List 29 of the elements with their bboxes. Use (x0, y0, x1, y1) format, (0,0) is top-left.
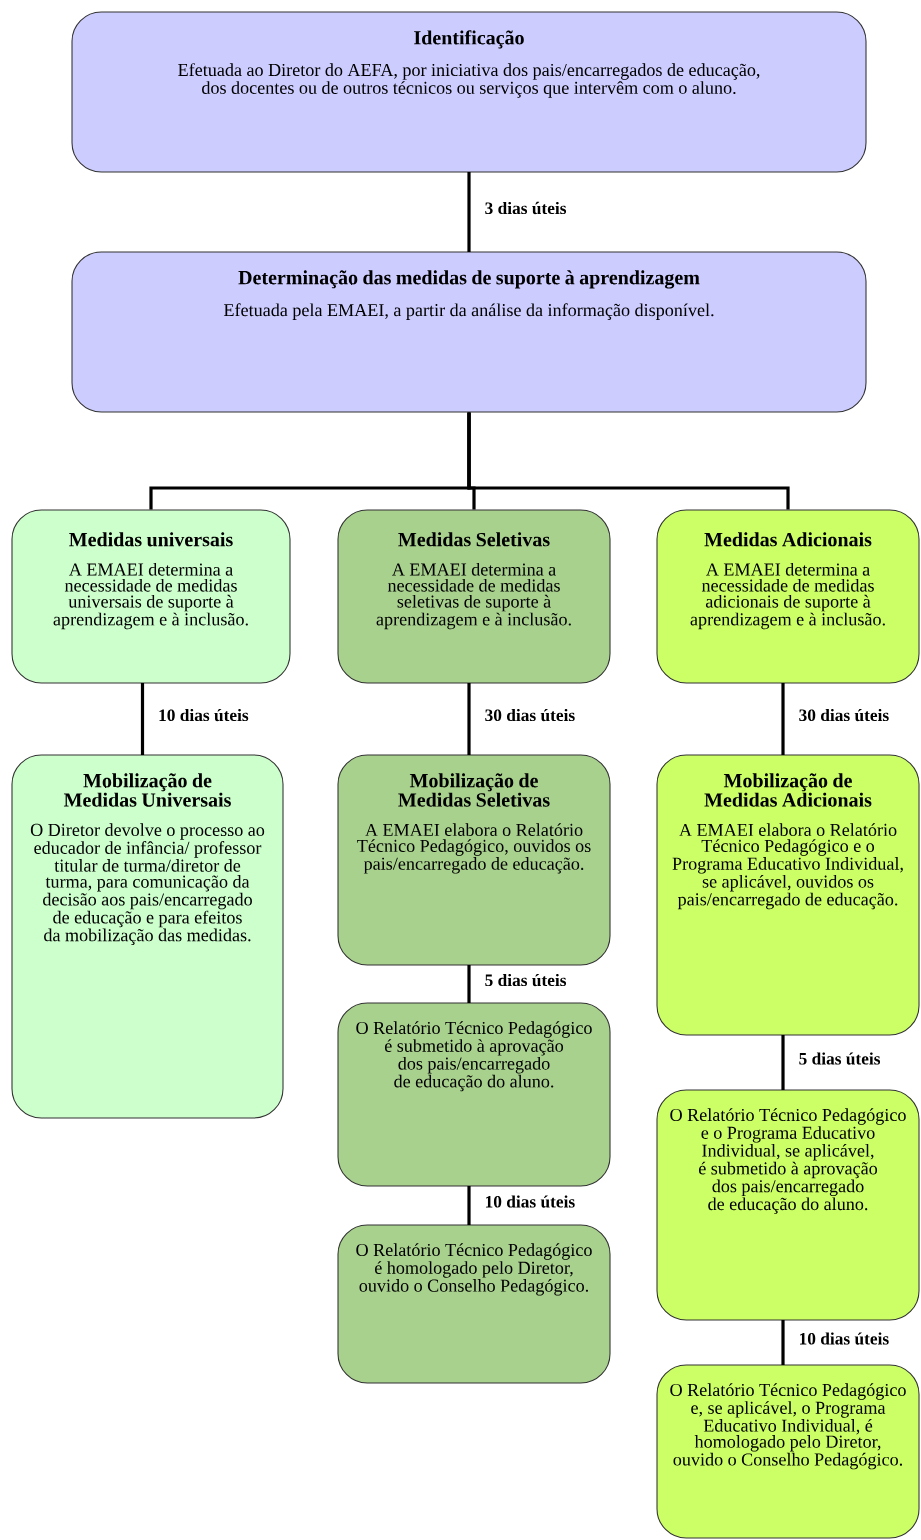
edge-label: 3 dias úteis (483, 200, 568, 216)
process-box: O Relatório Técnico Pedagógico é homologado pelo Diretor, ouvido o Conselho Pedagógico. (337, 1224, 611, 1384)
connector-line (140, 683, 145, 755)
connector-line (467, 683, 471, 755)
edge-label: 10 dias úteis (797, 1331, 891, 1346)
connector-line (467, 172, 471, 252)
edge-label: 5 dias úteis (797, 1051, 882, 1066)
process-box: Medidas universais A EMAEI determina a necessidade de medidas universais de suporte à aprendizagem e à inclusão. (11, 509, 291, 684)
connector-line (467, 412, 790, 510)
process-box: O Relatório Técnico Pedagógico e o Programa Educativo Individual, se aplicável, é submetido à aprovação dos pais/encarregado de educação do aluno. (656, 1089, 920, 1321)
process-box: Medidas Seletivas A EMAEI determina a necessidade de medidas seletivas de suporte à aprendizagem e à inclusão. (337, 509, 611, 684)
edge-label: 30 dias úteis (483, 707, 577, 723)
connector-line (467, 1186, 471, 1225)
process-box: O Relatório Técnico Pedagógico e, se aplicável, o Programa Educativo Individual, é homologado pelo Diretor, ouvido o Conselho Pedagógico. (656, 1364, 920, 1539)
connector-line (781, 1320, 785, 1365)
connector-line (781, 683, 785, 755)
edge-label: 30 dias úteis (797, 707, 891, 723)
process-box: Medidas Adicionais A EMAEI determina a necessidade de medidas adicionais de suporte à aprendizagem e à inclusão. (656, 509, 920, 684)
process-box: Determinação das medidas de suporte à aprendizagem Efetuada pela EMAEI, a partir da análise da informação disponível. (71, 251, 867, 413)
process-box: Mobilização de Medidas Seletivas A EMAEI elabora o Relatório Técnico Pedagógico, ouvidos os pais/encarregado de educação. (337, 754, 611, 966)
connector-line (781, 1035, 785, 1090)
process-box: Identificação Efetuada ao Diretor do AEFA, por iniciativa dos pais/encarregados de educação, dos docentes ou de outros técnicos ou serviços que intervêm com o aluno. (71, 11, 867, 173)
edge-label: 5 dias úteis (483, 972, 568, 988)
process-box: Mobilização de Medidas Adicionais A EMAEI elabora o Relatório Técnico Pedagógico e o Programa Educativo Individual, se aplicável, ouvidos os pais/encarregado de educação. (656, 754, 920, 1036)
edge-label: 10 dias úteis (483, 1194, 577, 1209)
process-box: Mobilização de Medidas Universais O Diretor devolve o processo ao educador de infância/ professor titular de turma/diretor de turma, para comunicação da decisão aos pais/encarregado de educação e para efeitos da mobilização das medidas. (11, 754, 284, 1119)
edge-label: 10 dias úteis (156, 707, 250, 723)
connector-line (467, 965, 471, 1003)
process-box: O Relatório Técnico Pedagógico é submetido à aprovação dos pais/encarregado de educação do aluno. (337, 1002, 611, 1187)
